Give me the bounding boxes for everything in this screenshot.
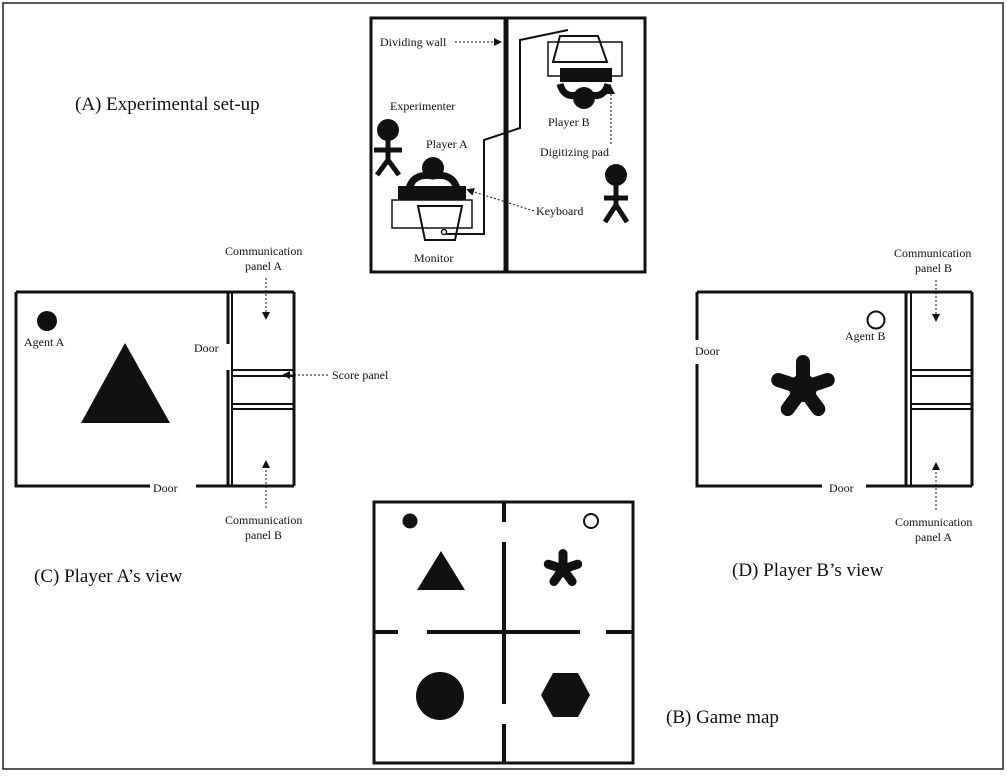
comm-panel-a-top-line1: Communication (225, 244, 302, 258)
door-side-label-b: Door (695, 344, 720, 358)
agent-b-label: Agent B (845, 329, 885, 343)
agent-a-circle-icon (37, 311, 57, 331)
player-a-label: Player A (426, 137, 468, 151)
map-triangle-icon (417, 551, 465, 590)
agent-b-circle-icon (866, 310, 886, 330)
player-b-person-icon (556, 82, 612, 109)
door-bottom-label-a: Door (153, 481, 178, 495)
panel-player-b-view: Agent B Door Door Communication panel B … (695, 246, 974, 581)
comm-panel-a-bottom-line1: Communication (225, 513, 302, 527)
comm-panel-b-bottom-line2: panel A (915, 530, 952, 544)
triangle-icon (81, 343, 170, 423)
comm-panel-b-top-line2: panel B (915, 261, 952, 275)
experimenter-label: Experimenter (390, 99, 455, 113)
panel-game-map: (B) Game map (372, 500, 779, 765)
keyboard-arrow (466, 188, 535, 212)
comm-panel-b-top-line1: Communication (894, 246, 971, 260)
score-panel-label: Score panel (332, 368, 389, 382)
game-map-caption: (B) Game map (666, 707, 779, 728)
map-agent-b-circle-icon (583, 513, 599, 529)
digitizing-pad-label: Digitizing pad (540, 145, 609, 159)
comm-panel-a-bottom-line2: panel B (245, 528, 282, 542)
player-a-view-caption: (C) Player A’s view (34, 566, 183, 587)
dividing-wall-label: Dividing wall (380, 35, 447, 49)
agent-a-label: Agent A (24, 335, 65, 349)
map-circle-icon (416, 672, 464, 720)
comm-panel-b-bottom-line1: Communication (895, 515, 972, 529)
player-a-person-icon (404, 157, 462, 193)
asterisk-flower-icon (771, 355, 835, 417)
map-agent-a-circle-icon (402, 513, 418, 529)
cable (446, 29, 569, 235)
experimenter-b-person-icon (602, 164, 630, 224)
player-b-label: Player B (548, 115, 590, 129)
room-b-outline (695, 290, 974, 488)
digitizing-pad-icon (560, 68, 612, 82)
comm-panel-a-top-line2: panel A (245, 259, 282, 273)
player-b-view-caption: (D) Player B’s view (732, 560, 884, 581)
room-a-outline (14, 290, 296, 488)
panel-player-a-view: Agent A Door Door Communication panel A … (14, 244, 389, 587)
panel-experimental-setup: (A) Experimental set-up Dividing wall Ex… (75, 16, 647, 274)
experimenter-person-icon (374, 119, 402, 177)
map-asterisk-flower-icon (543, 549, 583, 587)
map-hexagon-icon (541, 673, 590, 717)
keyboard-label: Keyboard (536, 204, 583, 218)
setup-caption: (A) Experimental set-up (75, 94, 260, 115)
monitor-label: Monitor (414, 251, 453, 265)
door-side-label-a: Door (194, 341, 219, 355)
door-bottom-label-b: Door (829, 481, 854, 495)
player-a-monitor-icon (416, 205, 464, 241)
player-a-keyboard-icon (391, 186, 473, 229)
